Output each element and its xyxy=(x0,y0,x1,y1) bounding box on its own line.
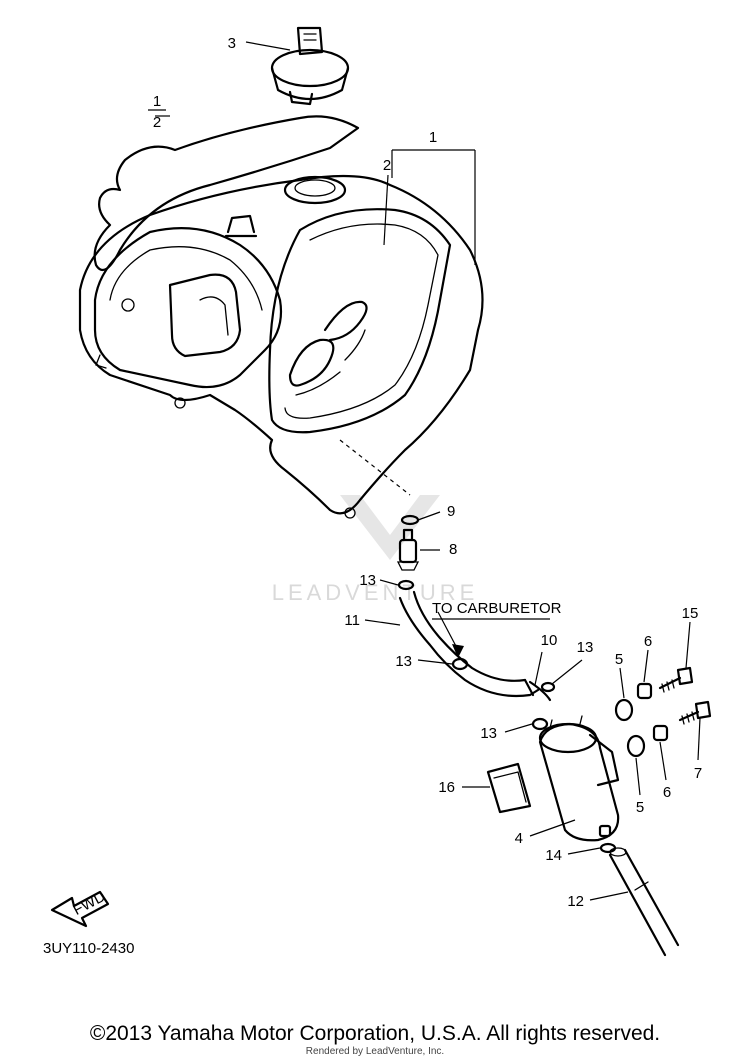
rendered-by-text: Rendered by LeadVenture, Inc. xyxy=(305,1046,445,1057)
fwd-arrow-icon: FWD xyxy=(50,888,110,928)
fuel-filter xyxy=(538,715,620,842)
to-carburetor-label: TO CARBURETOR xyxy=(432,600,562,617)
part-label-16: 16 xyxy=(438,779,455,796)
grommet xyxy=(614,698,634,722)
part-label-9: 9 xyxy=(447,503,455,520)
hose-clamp xyxy=(531,717,549,731)
part-label-6: 6 xyxy=(644,633,652,650)
copyright-footer: ©2013 Yamaha Motor Corporation, U.S.A. A… xyxy=(89,1022,661,1045)
fuel-hose xyxy=(398,590,540,698)
to-carburetor-arrow xyxy=(432,611,550,658)
collar xyxy=(652,724,669,742)
part-label-11: 11 xyxy=(344,612,360,629)
fuel-hose xyxy=(608,848,680,957)
part-label-13: 13 xyxy=(577,639,594,656)
part-label-15: 15 xyxy=(682,605,699,622)
fuel-petcock xyxy=(396,528,420,571)
collar xyxy=(636,682,653,700)
watermark-logo: LEADVENTURE xyxy=(272,495,479,605)
part-label-8: 8 xyxy=(449,541,457,558)
part-label-13: 13 xyxy=(480,725,497,742)
part-label-5: 5 xyxy=(615,651,623,668)
part-label-5: 5 xyxy=(636,799,644,816)
part-label-13: 13 xyxy=(359,572,376,589)
part-labels: 3 1 2 1 2 9 8 13 11 TO CARBURETOR 13 10 … xyxy=(43,35,702,957)
part-label-12: 12 xyxy=(567,893,584,910)
part-label-10: 10 xyxy=(541,632,558,649)
fuel-tank xyxy=(78,174,484,519)
damper-pad xyxy=(486,762,532,814)
part-label-2: 2 xyxy=(383,157,391,174)
part-label-6: 6 xyxy=(663,784,671,801)
part-label-3: 3 xyxy=(228,35,236,52)
diagram-code: 3UY110-2430 xyxy=(43,940,134,957)
part-label-1: 1 xyxy=(429,129,437,146)
grommet xyxy=(626,734,646,758)
part-label-7: 7 xyxy=(694,765,702,782)
hose-clamp xyxy=(540,681,556,693)
part-label-4: 4 xyxy=(515,830,523,847)
part-label-2: 2 xyxy=(153,114,161,131)
fuel-cap xyxy=(270,26,350,106)
leader-lines xyxy=(155,41,701,901)
bolt xyxy=(678,700,712,725)
watermark-text: LEADVENTURE xyxy=(272,580,479,605)
bolt xyxy=(658,666,694,693)
tank-decal-outline xyxy=(93,115,360,272)
part-label-14: 14 xyxy=(545,847,562,864)
hose-clamp xyxy=(451,657,469,671)
hose-clamp xyxy=(599,842,617,854)
fuel-hose xyxy=(523,678,552,702)
part-label-1: 1 xyxy=(153,93,161,110)
part-label-13: 13 xyxy=(395,653,412,670)
hose-clamp xyxy=(397,579,415,591)
